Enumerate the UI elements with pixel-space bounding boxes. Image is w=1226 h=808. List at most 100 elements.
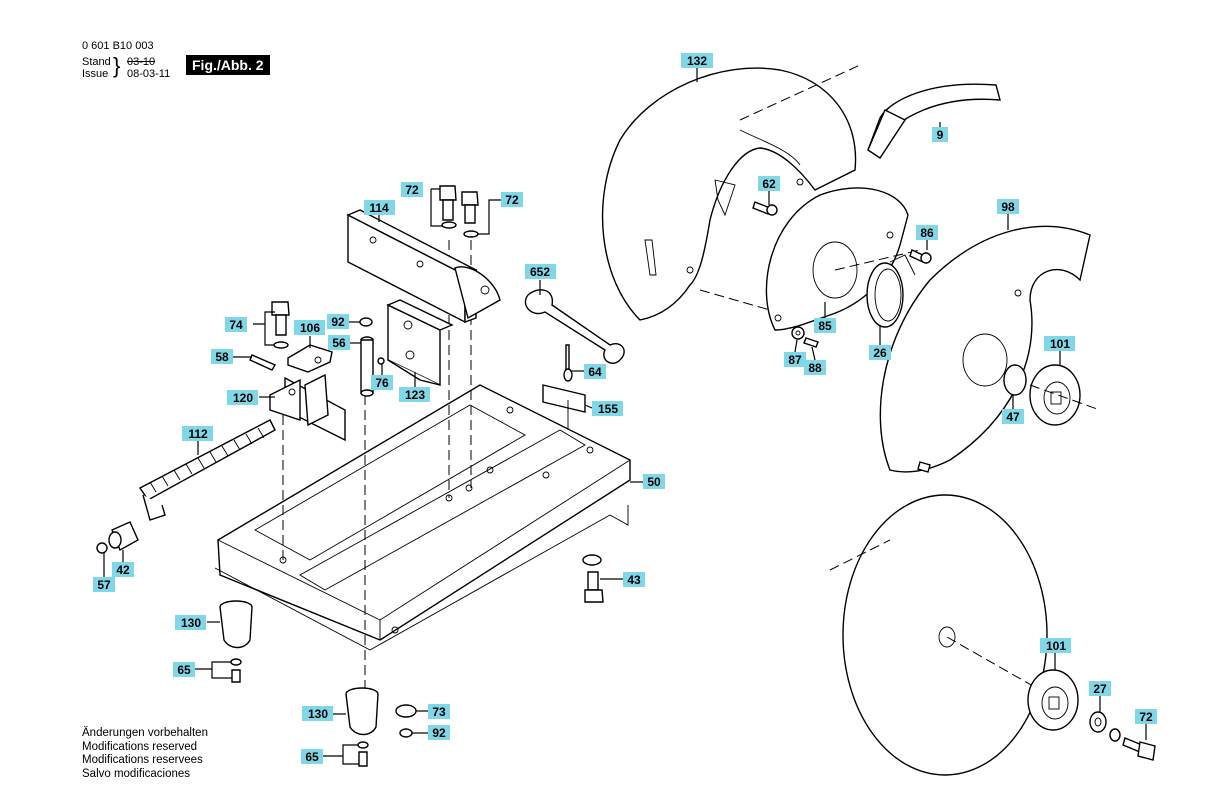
svg-text:42: 42	[116, 563, 130, 577]
callout-85: 85	[814, 318, 836, 333]
leader-lines	[103, 67, 1147, 765]
callout-87: 87	[784, 352, 806, 367]
svg-text:130: 130	[308, 707, 328, 721]
note-en: Modifications reserved	[82, 740, 198, 753]
svg-text:72: 72	[505, 193, 519, 207]
callout-120: 120	[227, 390, 258, 405]
bolt-72-left	[439, 185, 457, 229]
svg-text:155: 155	[598, 402, 618, 416]
svg-text:86: 86	[920, 226, 934, 240]
guard-axis-lower	[699, 289, 771, 311]
washer-73	[395, 704, 417, 718]
brace-glyph: }	[113, 53, 121, 78]
note-es: Salvo modificaciones	[82, 767, 191, 780]
screw-88	[803, 337, 819, 348]
screw-65-upper	[230, 658, 242, 683]
guard-axis	[739, 64, 861, 121]
callout-72-lower: 72	[1135, 709, 1157, 724]
screw-86	[909, 249, 932, 264]
flange-101-upper	[1029, 364, 1081, 426]
callout-72-left: 72	[401, 182, 423, 197]
callout-65-upper: 65	[173, 662, 195, 677]
svg-text:652: 652	[530, 265, 550, 279]
cutting-disc	[842, 494, 1048, 776]
callout-50: 50	[643, 474, 665, 489]
callout-101-lower: 101	[1040, 638, 1071, 653]
issue-label: Issue	[82, 68, 109, 80]
callout-92-upper: 92	[327, 314, 349, 329]
callout-72-right: 72	[501, 192, 523, 207]
callout-112: 112	[182, 426, 213, 441]
rubber-foot-130-lower	[345, 687, 379, 736]
pivot-pin-56	[360, 336, 374, 397]
svg-text:65: 65	[177, 663, 191, 677]
base-plate	[214, 384, 631, 651]
svg-text:88: 88	[808, 361, 822, 375]
callout-74: 74	[225, 317, 247, 332]
svg-text:47: 47	[1006, 410, 1020, 424]
svg-text:120: 120	[233, 391, 253, 405]
callout-652: 652	[525, 264, 556, 279]
bolt-74	[271, 301, 290, 349]
svg-text:92: 92	[331, 315, 345, 329]
svg-text:65: 65	[305, 750, 319, 764]
bolt-72-lower	[1122, 737, 1156, 761]
note-de: Änderungen vorbehalten	[82, 727, 208, 739]
svg-text:58: 58	[215, 350, 229, 364]
callout-130-upper: 130	[175, 615, 206, 630]
svg-text:43: 43	[627, 573, 641, 587]
callout-123: 123	[399, 387, 430, 402]
svg-text:62: 62	[762, 177, 776, 191]
callout-57: 57	[93, 577, 115, 592]
callout-58: 58	[211, 349, 233, 364]
bracket-155	[542, 384, 586, 430]
callout-130-lower: 130	[302, 706, 333, 721]
callout-92-lower: 92	[428, 725, 450, 740]
guard-strip-end	[867, 109, 907, 159]
callout-43: 43	[623, 572, 645, 587]
svg-text:106: 106	[300, 321, 320, 335]
svg-text:64: 64	[588, 365, 602, 379]
svg-text:56: 56	[332, 336, 346, 350]
callout-98: 98	[997, 199, 1019, 214]
svg-text:26: 26	[873, 346, 887, 360]
upper-blade-guard	[601, 67, 857, 321]
part-number: 0 601 B10 003	[82, 40, 154, 52]
svg-text:101: 101	[1046, 639, 1066, 653]
washer-87	[791, 326, 805, 340]
figure-label: Fig./Abb. 2	[186, 55, 270, 75]
svg-text:112: 112	[188, 427, 208, 441]
pin-58	[249, 354, 277, 371]
svg-text:50: 50	[647, 475, 661, 489]
retaining-ring	[1003, 364, 1027, 396]
fence-114	[346, 209, 501, 324]
svg-text:74: 74	[229, 318, 243, 332]
rubber-foot-130-upper	[219, 600, 253, 649]
svg-text:72: 72	[405, 183, 419, 197]
svg-text:9: 9	[937, 128, 944, 142]
washer-57	[96, 542, 108, 554]
modification-notes: Änderungen vorbehalten Modifications res…	[82, 727, 208, 781]
callout-27: 27	[1089, 681, 1111, 696]
callout-76: 76	[371, 375, 393, 390]
callout-101-upper: 101	[1044, 336, 1075, 351]
bracket-123	[386, 299, 454, 387]
svg-text:123: 123	[405, 388, 425, 402]
screw-65-lower	[357, 741, 369, 767]
callout-114: 114	[364, 200, 395, 215]
issue-date: 08-03-11	[127, 68, 171, 80]
bracket-120	[269, 373, 346, 442]
callout-56: 56	[328, 335, 350, 350]
flange-101-lower	[1027, 669, 1079, 731]
pin-64	[563, 344, 573, 382]
svg-text:76: 76	[375, 376, 389, 390]
callout-9: 9	[932, 127, 948, 142]
note-fr: Modifications reservees	[82, 754, 203, 766]
callout-132: 132	[681, 53, 713, 68]
outer-guard	[879, 225, 1091, 473]
svg-text:85: 85	[818, 319, 832, 333]
inner-cover	[765, 187, 909, 331]
spring-26	[866, 254, 916, 328]
clamp-106	[287, 344, 333, 373]
